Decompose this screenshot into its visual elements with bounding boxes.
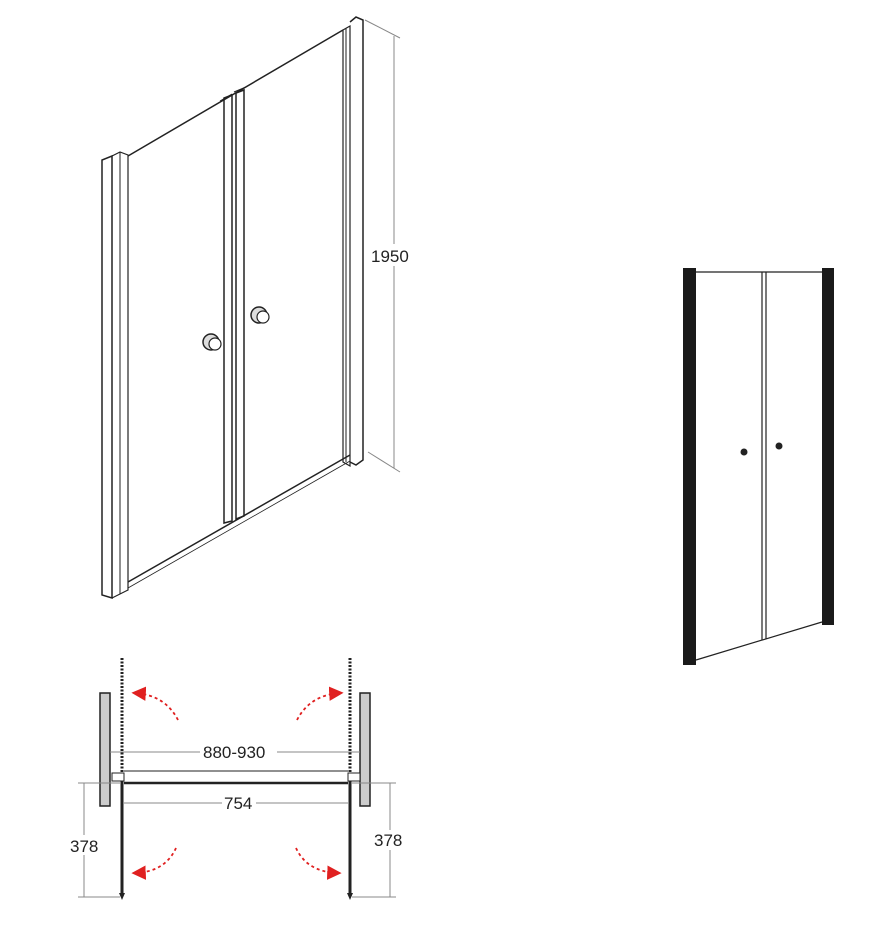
- left-wall-profile-plan: [99, 692, 111, 807]
- left-wall-profile: [101, 151, 129, 600]
- height-dimension: 1950: [364, 19, 414, 473]
- plan-view: 880-930 754 378 378: [66, 658, 412, 900]
- front-view: [683, 268, 834, 665]
- swing-arrows: [131, 686, 344, 880]
- knob-left: [740, 448, 748, 456]
- door-knob-left: [202, 333, 222, 351]
- left-door-width-label: 378: [70, 837, 98, 856]
- right-door-width-label: 378: [374, 831, 402, 850]
- width-range-label: 880-930: [203, 743, 265, 762]
- opening-label: 754: [224, 794, 252, 813]
- knob-right: [775, 442, 783, 450]
- right-wall-profile-plan: [359, 692, 371, 807]
- right-wall-profile: [342, 16, 364, 468]
- left-profile: [683, 268, 696, 665]
- height-label: 1950: [371, 247, 409, 266]
- isometric-view: 1950: [101, 16, 414, 600]
- center-profiles: [219, 86, 247, 524]
- door-knob-right: [250, 306, 270, 324]
- right-profile: [822, 268, 834, 625]
